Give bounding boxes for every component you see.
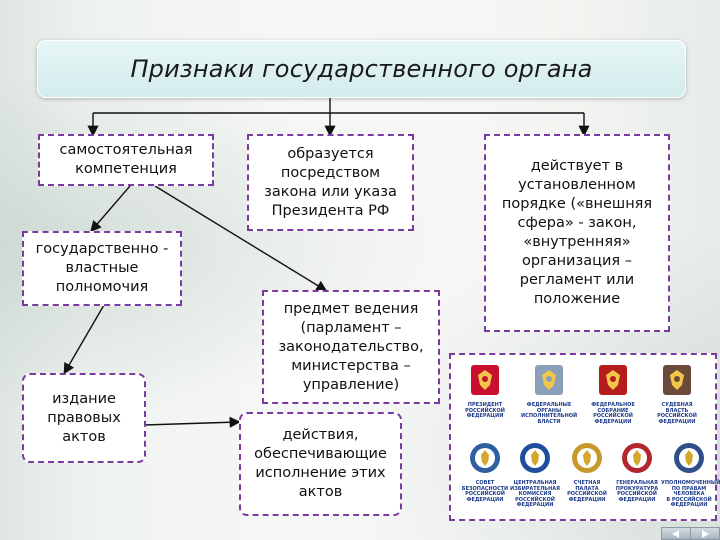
- emblem-caption: Федеральные органы исполнительной власти: [521, 402, 578, 425]
- prev-slide-button[interactable]: [661, 527, 691, 540]
- box-formed: образуется посредством закона или указа …: [247, 134, 414, 231]
- emblem-caption: Президент Российской Федерации: [465, 402, 505, 419]
- emblem-4: Совет безопасности Российской Федерации: [457, 441, 513, 503]
- box-acts-text: издание правовых актов: [47, 390, 121, 445]
- prev-arrow-icon: [672, 529, 679, 538]
- box-formed-text: образуется посредством закона или указа …: [264, 145, 397, 219]
- ombudsman-icon: [674, 443, 704, 473]
- accounts-chamber-icon: [572, 443, 602, 473]
- box-actions-text: действия, обеспечивающие исполнение этих…: [254, 427, 387, 500]
- box-procedure: действует в установленном порядке («внеш…: [484, 134, 670, 332]
- emblem-caption: Судебная власть Российской Федерации: [657, 402, 697, 425]
- coat-of-arms-icon: [471, 365, 499, 395]
- box-procedure-text: действует в установленном порядке («внеш…: [501, 158, 653, 307]
- emblem-caption: Уполномоченный по правам человека в Росс…: [661, 480, 720, 508]
- emblem-caption: Совет безопасности Российской Федерации: [461, 480, 509, 503]
- emblem-6: Счетная палата Российской Федерации: [559, 441, 615, 503]
- next-slide-button[interactable]: [690, 527, 720, 540]
- page-title: Признаки государственного органа: [130, 55, 593, 83]
- double-eagle-icon: [599, 365, 627, 395]
- box-acts: издание правовых актов: [22, 373, 146, 463]
- emblem-caption: Центральная избирательная комиссия Росси…: [510, 480, 560, 508]
- building-icon: [535, 365, 563, 395]
- box-power: государственно - властные полномочия: [22, 231, 182, 306]
- arrow-acts: [63, 304, 105, 375]
- emblem-caption: Федеральное Собрание Российской Федераци…: [591, 402, 635, 425]
- security-council-icon: [470, 443, 500, 473]
- box-subject: предмет ведения (парламент – законодател…: [262, 290, 440, 404]
- election-commission-icon: [520, 443, 550, 473]
- emblem-1: Федеральные органы исполнительной власти: [521, 363, 577, 425]
- box-subject-text: предмет ведения (парламент – законодател…: [278, 300, 424, 393]
- emblems-panel: Президент Российской Федерации Федеральн…: [449, 353, 720, 521]
- emblem-8: Уполномоченный по правам человека в Росс…: [661, 441, 720, 509]
- box-competence-text: самостоятельная компетенция: [59, 142, 193, 177]
- box-actions: действия, обеспечивающие исполнение этих…: [239, 412, 402, 516]
- emblem-caption: Генеральная прокуратура Российской Федер…: [615, 480, 659, 503]
- prosecutor-icon: [622, 443, 652, 473]
- emblem-7: Генеральная прокуратура Российской Федер…: [609, 441, 665, 503]
- arrow-actions: [143, 416, 241, 428]
- emblem-caption: Счетная палата Российской Федерации: [567, 480, 607, 503]
- courthouse-icon: [663, 365, 691, 395]
- emblem-3: Судебная власть Российской Федерации: [649, 363, 705, 425]
- arrow-subject: [154, 185, 328, 292]
- emblem-0: Президент Российской Федерации: [457, 363, 513, 420]
- emblem-2: Федеральное Собрание Российской Федераци…: [585, 363, 641, 425]
- title-banner: Признаки государственного органа: [37, 40, 686, 98]
- arrow-power: [90, 185, 131, 233]
- box-competence: самостоятельная компетенция: [38, 134, 214, 186]
- box-power-text: государственно - властные полномочия: [35, 241, 169, 295]
- next-arrow-icon: [702, 529, 709, 538]
- emblem-5: Центральная избирательная комиссия Росси…: [507, 441, 563, 509]
